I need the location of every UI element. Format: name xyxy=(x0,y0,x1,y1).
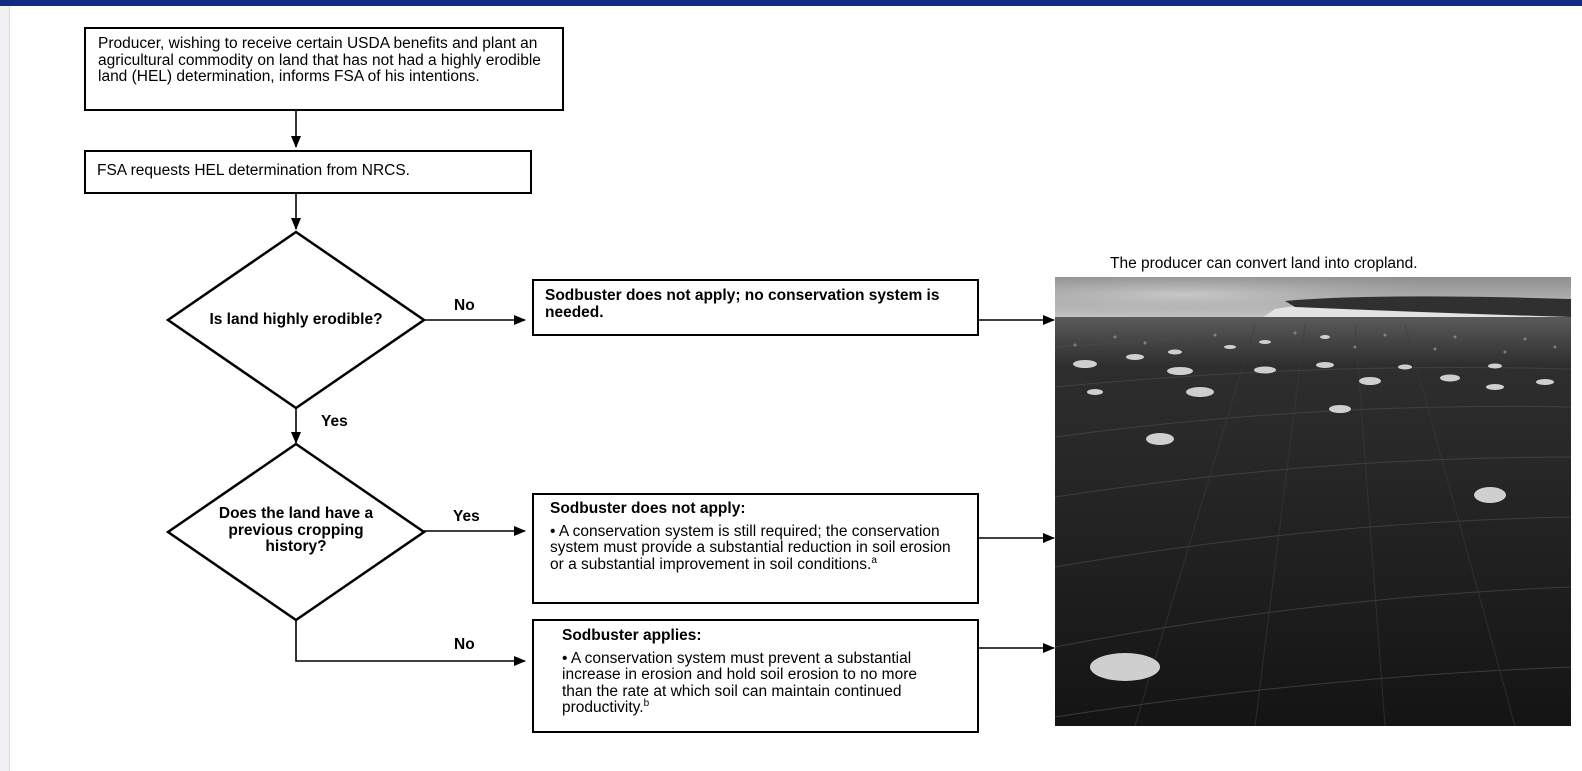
decision2-text: Does the land have a previous cropping h… xyxy=(218,505,374,555)
request-box: FSA requests HEL determination from NRCS… xyxy=(84,150,532,194)
footnote-a: a xyxy=(871,554,877,566)
start-box-text: Producer, wishing to receive certain USD… xyxy=(98,35,541,85)
footnote-b: b xyxy=(643,697,650,709)
result-applies-box: Sodbuster applies: • A conservation syst… xyxy=(532,619,979,733)
result-no-conservation-text: Sodbuster does not apply; no conservatio… xyxy=(545,287,940,321)
no-label-1: No xyxy=(454,297,475,314)
result-applies-body: • A conservation system must prevent a s… xyxy=(562,649,917,716)
start-box: Producer, wishing to receive certain USD… xyxy=(84,27,564,111)
result-no-conservation-box: Sodbuster does not apply; no conservatio… xyxy=(532,279,979,336)
yes-label-1: Yes xyxy=(321,413,348,430)
yes-label-2: Yes xyxy=(453,508,480,525)
decision1-text: Is land highly erodible? xyxy=(209,311,383,328)
result-not-apply-title: Sodbuster does not apply: xyxy=(550,500,746,517)
left-margin-strip xyxy=(0,6,10,771)
top-accent-bar xyxy=(0,0,1582,6)
request-box-text: FSA requests HEL determination from NRCS… xyxy=(97,162,410,179)
cropland-photo xyxy=(1055,277,1571,726)
decision-diamond-1 xyxy=(165,230,427,410)
photo-caption: The producer can convert land into cropl… xyxy=(1110,255,1418,272)
result-not-apply-box: Sodbuster does not apply: • A conservati… xyxy=(532,493,979,604)
decision-diamond-2 xyxy=(165,442,427,622)
no-label-2: No xyxy=(454,636,475,653)
result-applies-title: Sodbuster applies: xyxy=(562,627,702,644)
result-not-apply-body: • A conservation system is still require… xyxy=(550,522,951,573)
arrow-decision2-no xyxy=(295,620,526,666)
